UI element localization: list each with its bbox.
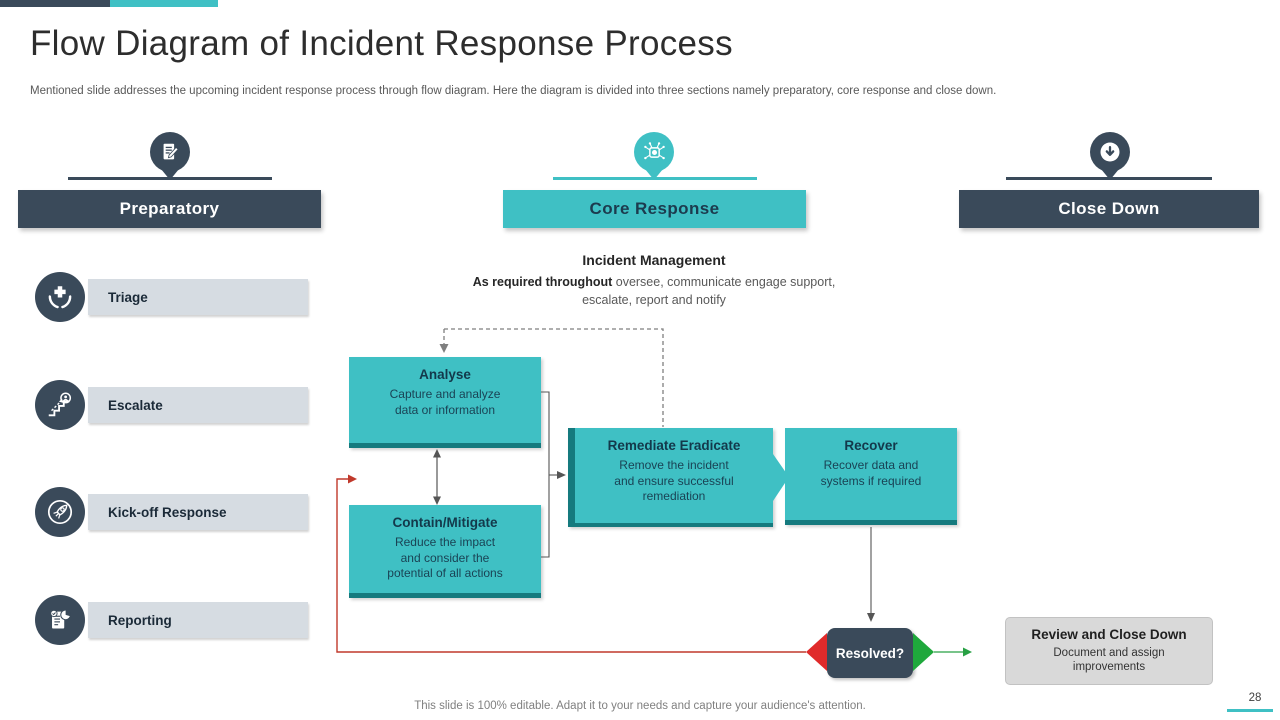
preparatory-pin: [150, 132, 190, 172]
report-chart-icon: [50, 609, 72, 629]
list-item-escalate: Escalate: [88, 387, 308, 423]
list-item-reporting: Reporting: [88, 602, 308, 638]
flow-box-body: Capture and analyze data or information: [389, 387, 501, 417]
flow-box-contain-mitigate: Contain/Mitigate Reduce the impact and c…: [349, 505, 541, 598]
flow-box-body: Recover data and systems if required: [820, 458, 922, 488]
bracket-connector: [541, 391, 550, 558]
close-down-pin: [1090, 132, 1130, 172]
incident-management-lead-bold: As required throughout: [472, 275, 613, 289]
flow-box-title: Recover: [844, 438, 898, 453]
list-item-kickoff-response: Kick-off Response: [88, 494, 308, 530]
triage-hands-cross-icon: [48, 286, 72, 309]
list-item-label: Reporting: [108, 612, 172, 628]
arrowhead-down: [433, 496, 441, 505]
list-item-label: Escalate: [108, 397, 163, 413]
list-item-label: Triage: [108, 289, 148, 305]
red-arrowhead-right: [348, 474, 357, 484]
note-edit-icon: [163, 143, 179, 160]
rocket-icon: [47, 499, 73, 525]
incident-management-text: As required throughout oversee, communic…: [404, 274, 904, 309]
triage-icon-circle: [35, 272, 85, 322]
list-item-triage: Triage: [88, 279, 308, 315]
resolved-yes-triangle: [913, 633, 934, 671]
flow-box-title: Analyse: [419, 367, 471, 382]
core-response-pin: [634, 132, 674, 172]
close-down-underline: [1006, 177, 1212, 180]
kickoff-icon-circle: [35, 487, 85, 537]
incident-management-note: Incident Management As required througho…: [404, 252, 904, 309]
escalate-icon-circle: [35, 380, 85, 430]
page-title: Flow Diagram of Incident Response Proces…: [30, 24, 733, 63]
top-accent-bar-dark: [0, 0, 110, 7]
arrowhead-down: [867, 613, 875, 622]
section-header-close-down: Close Down: [959, 190, 1259, 228]
section-label: Core Response: [589, 199, 720, 218]
incident-management-title: Incident Management: [582, 252, 726, 268]
dashed-arrowhead-down: [439, 344, 449, 353]
page-number: 28: [1248, 692, 1262, 704]
section-header-preparatory: Preparatory: [18, 190, 321, 228]
list-item-label: Kick-off Response: [108, 504, 227, 520]
arrow-down-circle-icon: [1100, 142, 1120, 162]
flow-box-title: Contain/Mitigate: [392, 515, 498, 530]
arrowhead-right: [557, 471, 566, 479]
resolved-no-triangle: [806, 633, 827, 671]
flow-box-remediate-eradicate: Remediate Eradicate Remove the incident …: [568, 428, 773, 527]
flow-box-title: Review and Close Down: [1031, 627, 1187, 642]
flow-box-body: Remove the incident and ensure successfu…: [614, 458, 734, 504]
page-number-underline: [1227, 709, 1273, 712]
decision-box-resolved: Resolved?: [827, 628, 913, 678]
section-header-core-response: Core Response: [503, 190, 806, 228]
decision-label: Resolved?: [835, 645, 905, 661]
malware-chip-icon: [643, 141, 665, 159]
flow-box-review-close-down: Review and Close Down Document and assig…: [1005, 617, 1213, 685]
flow-box-body: Document and assign improvements: [1053, 647, 1165, 674]
section-label: Preparatory: [119, 199, 220, 218]
reporting-icon-circle: [35, 595, 85, 645]
flow-box-body: Reduce the impact and consider the poten…: [387, 535, 503, 581]
incident-management-lead-rest: oversee, communicate engage support, esc…: [582, 275, 836, 307]
preparatory-underline: [68, 177, 272, 180]
footer-note: This slide is 100% editable. Adapt it to…: [414, 700, 866, 712]
flow-box-title: Remediate Eradicate: [607, 438, 741, 453]
arrowhead-up: [433, 449, 441, 458]
flow-box-recover: Recover Recover data and systems if requ…: [785, 428, 957, 525]
green-arrowhead-right: [963, 647, 972, 657]
page-subtitle: Mentioned slide addresses the upcoming i…: [30, 85, 997, 97]
top-accent-bar-teal: [110, 0, 218, 7]
escalate-steps-icon: [48, 392, 72, 417]
core-response-underline: [553, 177, 757, 180]
flow-box-analyse: Analyse Capture and analyze data or info…: [349, 357, 541, 448]
section-label: Close Down: [1058, 199, 1160, 218]
